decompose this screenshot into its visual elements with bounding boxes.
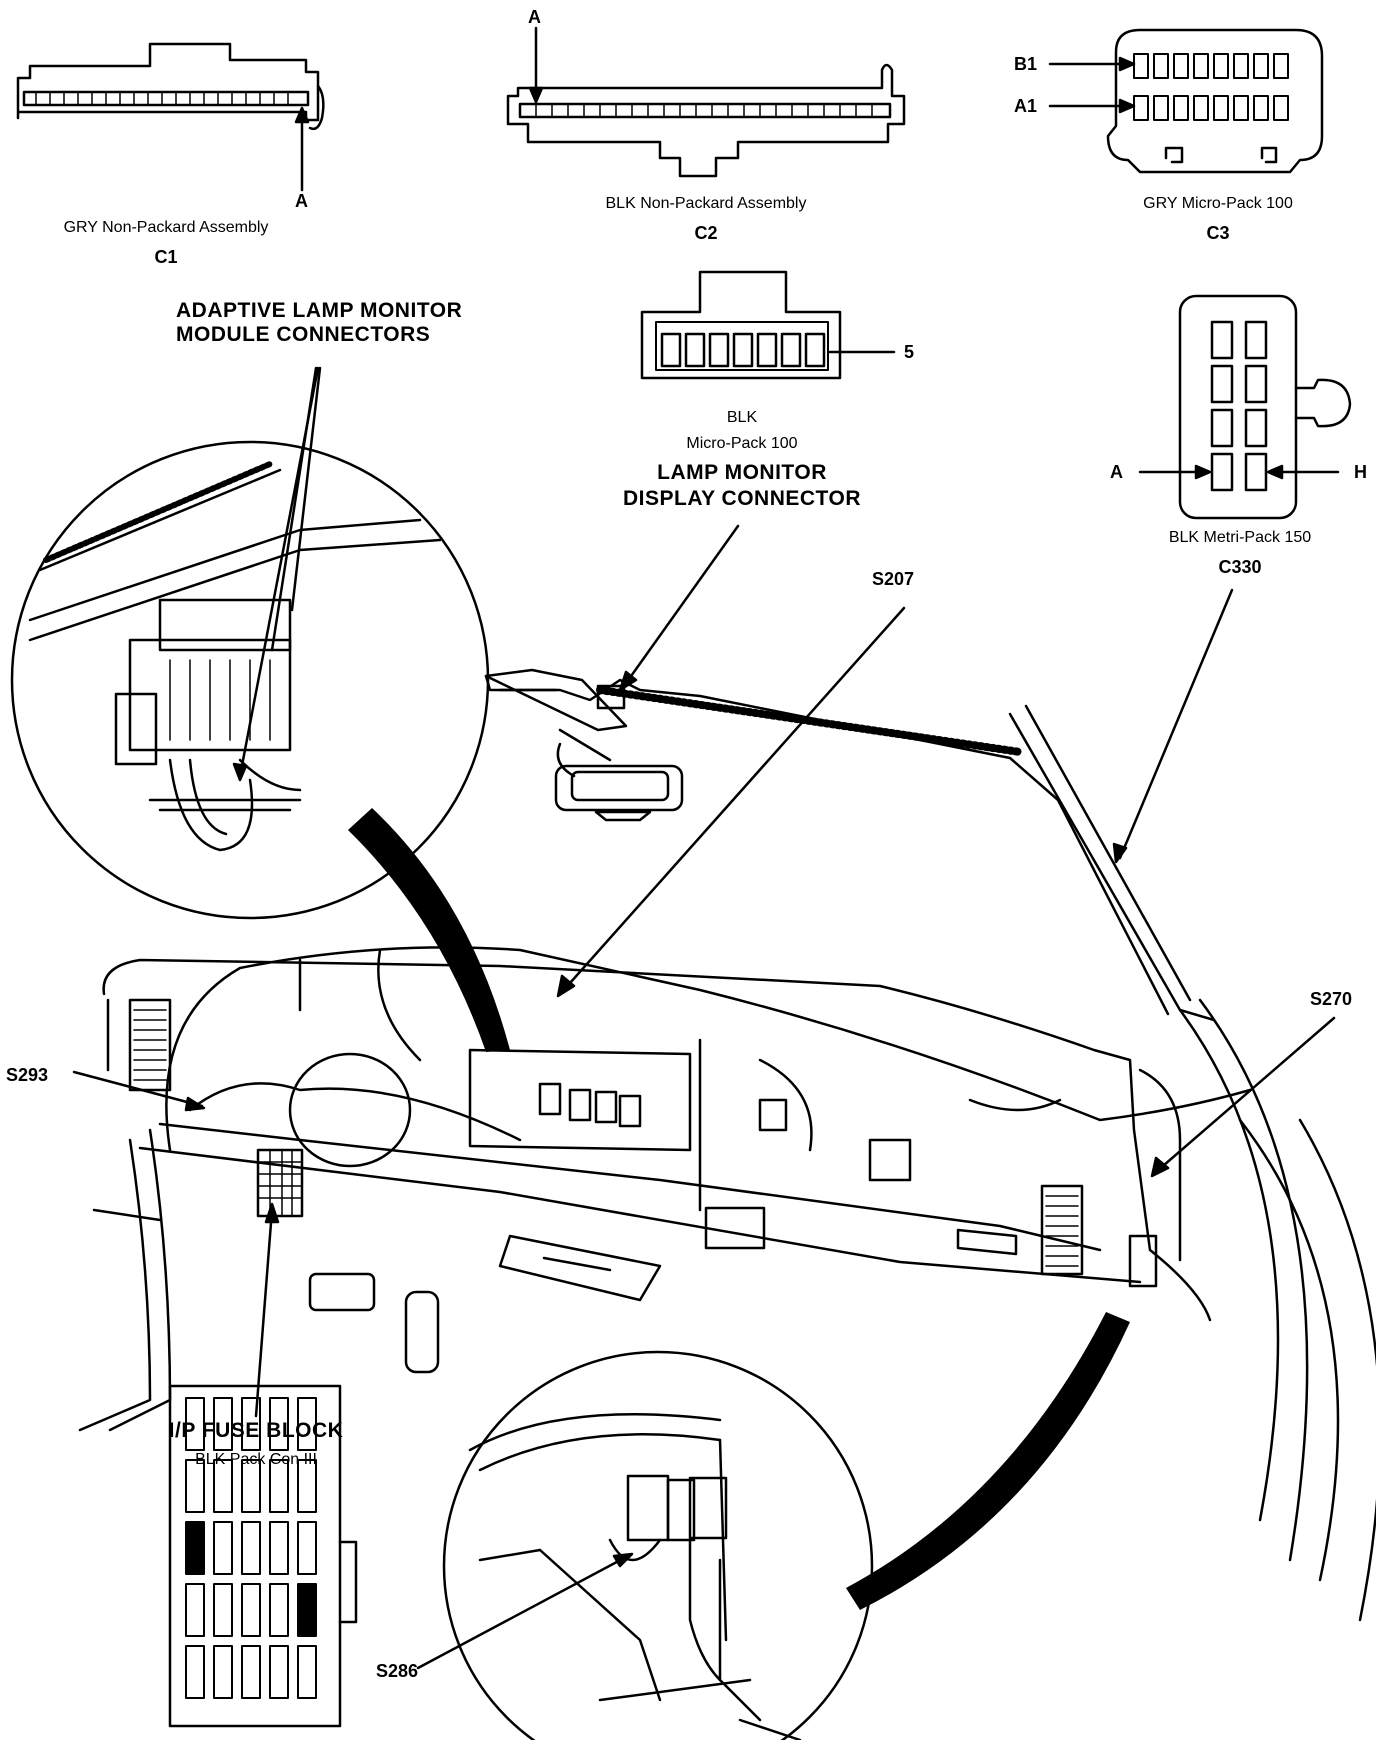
- c2-pin-label: A: [528, 7, 541, 27]
- c3-pin-b1: B1: [1014, 54, 1038, 74]
- lamp-monitor-pin-label: 5: [904, 342, 915, 362]
- c330-connector-shape: [1138, 294, 1352, 520]
- c330-pin-a: A: [1110, 462, 1123, 482]
- c330-description: BLK Metri-Pack 150: [1168, 529, 1312, 546]
- adaptive-callout-line1: ADAPTIVE LAMP MONITOR: [176, 299, 463, 322]
- s207-label: S207: [872, 569, 915, 589]
- c3-pin-a1: A1: [1014, 96, 1038, 116]
- s286-inset: [442, 1350, 874, 1740]
- c330-pin-h: H: [1354, 462, 1367, 482]
- fuse-block-title: I/P FUSE BLOCK: [168, 1419, 344, 1442]
- c2-id: C2: [694, 223, 718, 243]
- s293-label: S293: [6, 1065, 49, 1085]
- s286-label: S286: [376, 1661, 419, 1681]
- dashboard-artwork: [78, 668, 1376, 1622]
- c330-id: C330: [1218, 557, 1262, 577]
- c1-description: GRY Non-Packard Assembly: [63, 219, 269, 236]
- c3-connector-shape: [1048, 28, 1324, 174]
- adaptive-inset-pointer: [348, 808, 510, 1052]
- lamp-monitor-description: Micro-Pack 100: [686, 435, 798, 452]
- lamp-monitor-title-line1: LAMP MONITOR: [657, 461, 827, 484]
- c3-description: GRY Micro-Pack 100: [1143, 195, 1293, 212]
- c2-connector-shape: [506, 26, 906, 178]
- lamp-monitor-title-line2: DISPLAY CONNECTOR: [623, 487, 861, 510]
- c2-description: BLK Non-Packard Assembly: [605, 195, 807, 212]
- c1-pin-label: A: [295, 191, 308, 211]
- c1-connector-shape: [16, 42, 325, 192]
- c1-id: C1: [154, 247, 178, 267]
- lamp-monitor-color: BLK: [726, 409, 758, 426]
- adaptive-module-inset: [10, 440, 490, 920]
- adaptive-callout-line2: MODULE CONNECTORS: [176, 323, 431, 346]
- lamp-monitor-connector-shape: [640, 270, 896, 380]
- fuse-block-grid: [168, 1384, 358, 1728]
- fuse-block-description: BLK Pack Con III: [195, 1451, 317, 1468]
- callout-leaders: [72, 366, 1336, 1670]
- s286-inset-pointer: [846, 1312, 1130, 1610]
- c3-id: C3: [1206, 223, 1230, 243]
- s270-label: S270: [1310, 989, 1353, 1009]
